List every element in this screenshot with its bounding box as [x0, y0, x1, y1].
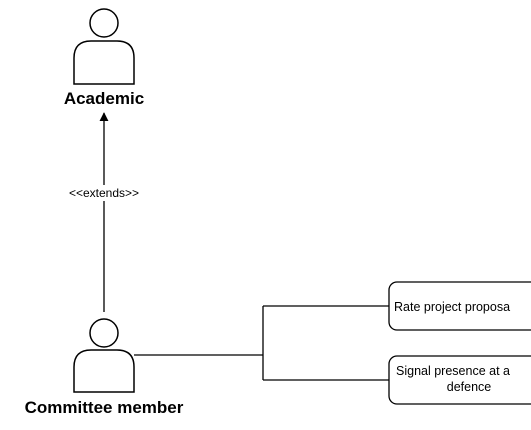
committee-member-head-icon — [89, 318, 119, 348]
extends-label: <<extends>> — [69, 186, 139, 200]
committee-member-actor[interactable]: Committee member — [25, 318, 184, 417]
academic-actor-body-icon — [73, 40, 135, 85]
association-connectors — [134, 305, 389, 381]
extends-relation: <<extends>> — [62, 112, 146, 312]
use-case-signal-presence[interactable]: Signal presence at a defence — [388, 355, 531, 405]
academic-actor[interactable]: Academic — [64, 8, 144, 108]
extends-label-background — [62, 185, 146, 201]
use-case-signal-presence-label-line2: defence — [447, 380, 492, 394]
academic-actor-label: Academic — [64, 89, 144, 108]
use-case-rate-proposal[interactable]: Rate project proposa — [388, 281, 531, 331]
academic-actor-head-icon — [89, 8, 119, 38]
use-case-signal-presence-box — [388, 355, 531, 405]
use-case-rate-proposal-box — [388, 281, 531, 331]
use-case-rate-proposal-label: Rate project proposa — [394, 300, 510, 314]
committee-member-body-icon — [73, 349, 135, 393]
use-case-signal-presence-label-line1: Signal presence at a — [396, 364, 510, 378]
committee-member-label: Committee member — [25, 398, 184, 417]
